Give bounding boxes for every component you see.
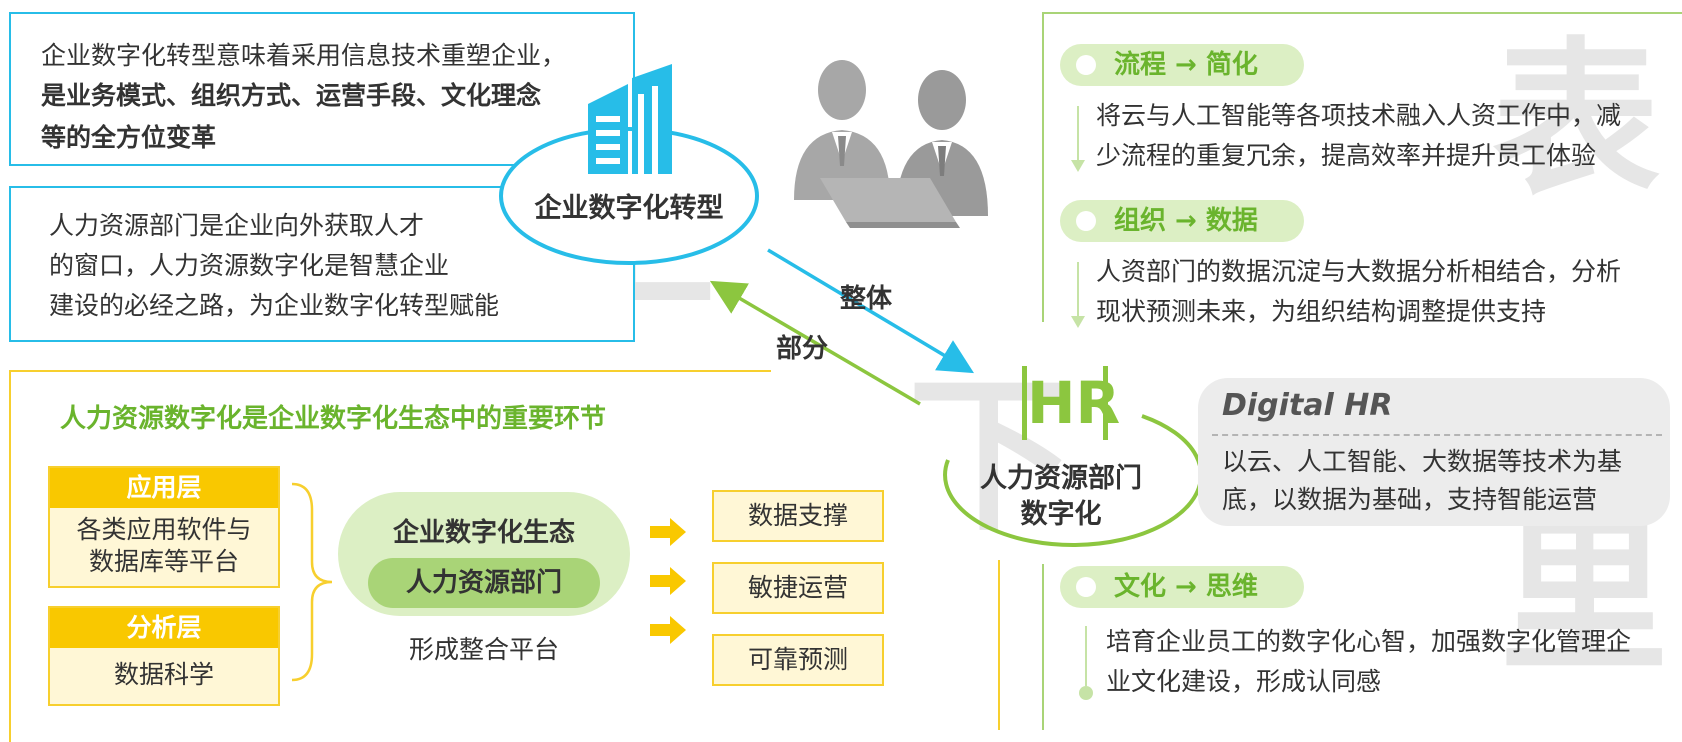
org-connector-line	[1077, 262, 1079, 318]
digital-hr-title: Digital HR	[1222, 388, 1393, 423]
org-data-pill: 组织 → 数据	[1060, 200, 1304, 242]
digital-hr-line-2: 底，以数据为基础，支持智能运营	[1222, 485, 1598, 514]
watermark-down: 下	[908, 358, 1076, 554]
enterprise-ellipse	[499, 127, 759, 265]
digital-hr-divider	[1212, 434, 1662, 436]
definition-line-1: 企业数字化转型意味着采用信息技术重塑企业，	[41, 41, 567, 70]
business-people-icon	[794, 60, 988, 228]
process-connector-arrow	[1071, 160, 1085, 172]
org-line-2: 现状预测未来，为组织结构调整提供支持	[1096, 297, 1547, 326]
digital-hr-box: Digital HR 以云、人工智能、大数据等技术为基 底，以数据为基础，支持智…	[1198, 378, 1670, 526]
process-pill-dot	[1076, 55, 1096, 75]
culture-connector-dot	[1079, 686, 1093, 700]
hr-window-line-2: 的窗口，人力资源数字化是智慧企业	[49, 251, 450, 280]
hr-dept-pill: 人力资源部门	[368, 558, 600, 608]
process-simplify-pill: 流程 → 简化	[1060, 44, 1304, 86]
digital-hr-line-1: 以云、人工智能、大数据等技术为基	[1222, 447, 1623, 476]
hr-ecosystem-right-border	[998, 560, 1000, 730]
arrow-label-part: 部分	[776, 334, 829, 364]
hr-circle-line-2: 数字化	[1020, 499, 1102, 530]
output-arrow-1	[650, 518, 686, 546]
culture-connector-line	[1085, 626, 1087, 686]
output-arrow-2	[650, 567, 686, 595]
digital-transformation-definition-box: 企业数字化转型意味着采用信息技术重塑企业， 是业务模式、组织方式、运营手段、文化…	[9, 12, 635, 166]
process-line-1: 将云与人工智能等各项技术融入人资工作中，减	[1096, 101, 1622, 130]
watermark-inside: 里	[1500, 498, 1668, 694]
culture-mindset-pill: 文化 → 思维	[1060, 566, 1304, 608]
right-section-left-border-top	[1042, 12, 1044, 322]
org-pill-dot	[1076, 211, 1096, 231]
arrow-label-whole: 整体	[840, 284, 893, 314]
output-reliable-prediction: 可靠预测	[712, 634, 884, 686]
process-pill-label: 流程 → 简化	[1114, 50, 1258, 80]
definition-line-2-bold: 业务模式、组织方式、运营手段、文化理念	[66, 81, 542, 110]
analysis-layer-box: 分析层 数据科学	[48, 606, 280, 706]
culture-line-1: 培育企业员工的数字化心智，加强数字化管理企	[1106, 627, 1632, 656]
hr-window-line-1: 人力资源部门是企业向外获取人才	[49, 211, 425, 240]
org-line-1: 人资部门的数据沉淀与大数据分析相结合，分析	[1096, 257, 1622, 286]
org-connector-arrow	[1071, 316, 1085, 328]
hr-ecosystem-title: 人力资源数字化是企业数字化生态中的重要环节	[60, 404, 607, 434]
output-agile-operation: 敏捷运营	[712, 562, 884, 614]
hr-circle-line-1: 人力资源部门	[980, 463, 1142, 494]
right-section-top-border	[1042, 12, 1682, 14]
layers-brace	[291, 482, 333, 682]
application-layer-box: 应用层 各类应用软件与 数据库等平台	[48, 466, 280, 588]
process-connector-line	[1077, 106, 1079, 162]
enterprise-circle-label: 企业数字化转型	[534, 193, 724, 224]
right-section-left-border-bottom	[1042, 564, 1044, 730]
hr-window-line-3: 建设的必经之路，为企业数字化转型赋能	[49, 291, 500, 320]
culture-pill-dot	[1076, 577, 1096, 597]
process-line-2: 少流程的重复冗余，提高效率并提升员工体验	[1096, 141, 1597, 170]
building-icon	[588, 64, 672, 174]
hr-ecosystem-section	[9, 370, 771, 742]
integration-platform-label: 形成整合平台	[408, 635, 559, 664]
definition-line-2-prefix: 是	[41, 81, 67, 110]
definition-line-2: 是业务模式、组织方式、运营手段、文化理念	[41, 76, 541, 116]
watermark-surface: 表	[1492, 22, 1660, 218]
whole-part-arrows	[709, 248, 975, 406]
definition-line-3: 等的全方位变革	[41, 123, 217, 152]
hr-logo-icon: HR	[1022, 366, 1121, 440]
hr-ellipse	[943, 414, 1200, 547]
output-data-support: 数据支撑	[712, 490, 884, 542]
application-layer-body-line-2: 数据库等平台	[88, 547, 239, 576]
org-pill-label: 组织 → 数据	[1114, 206, 1258, 236]
application-layer-head: 应用层	[50, 468, 278, 508]
analysis-layer-body: 数据科学	[113, 660, 214, 689]
culture-line-2: 业文化建设，形成认同感	[1106, 667, 1382, 696]
hr-logo-text: HR	[1027, 369, 1121, 437]
application-layer-body-line-1: 各类应用软件与	[76, 515, 252, 544]
ecosystem-label: 企业数字化生态	[392, 518, 575, 548]
output-arrow-3	[650, 616, 686, 644]
culture-pill-label: 文化 → 思维	[1114, 572, 1258, 602]
analysis-layer-head: 分析层	[50, 608, 278, 648]
